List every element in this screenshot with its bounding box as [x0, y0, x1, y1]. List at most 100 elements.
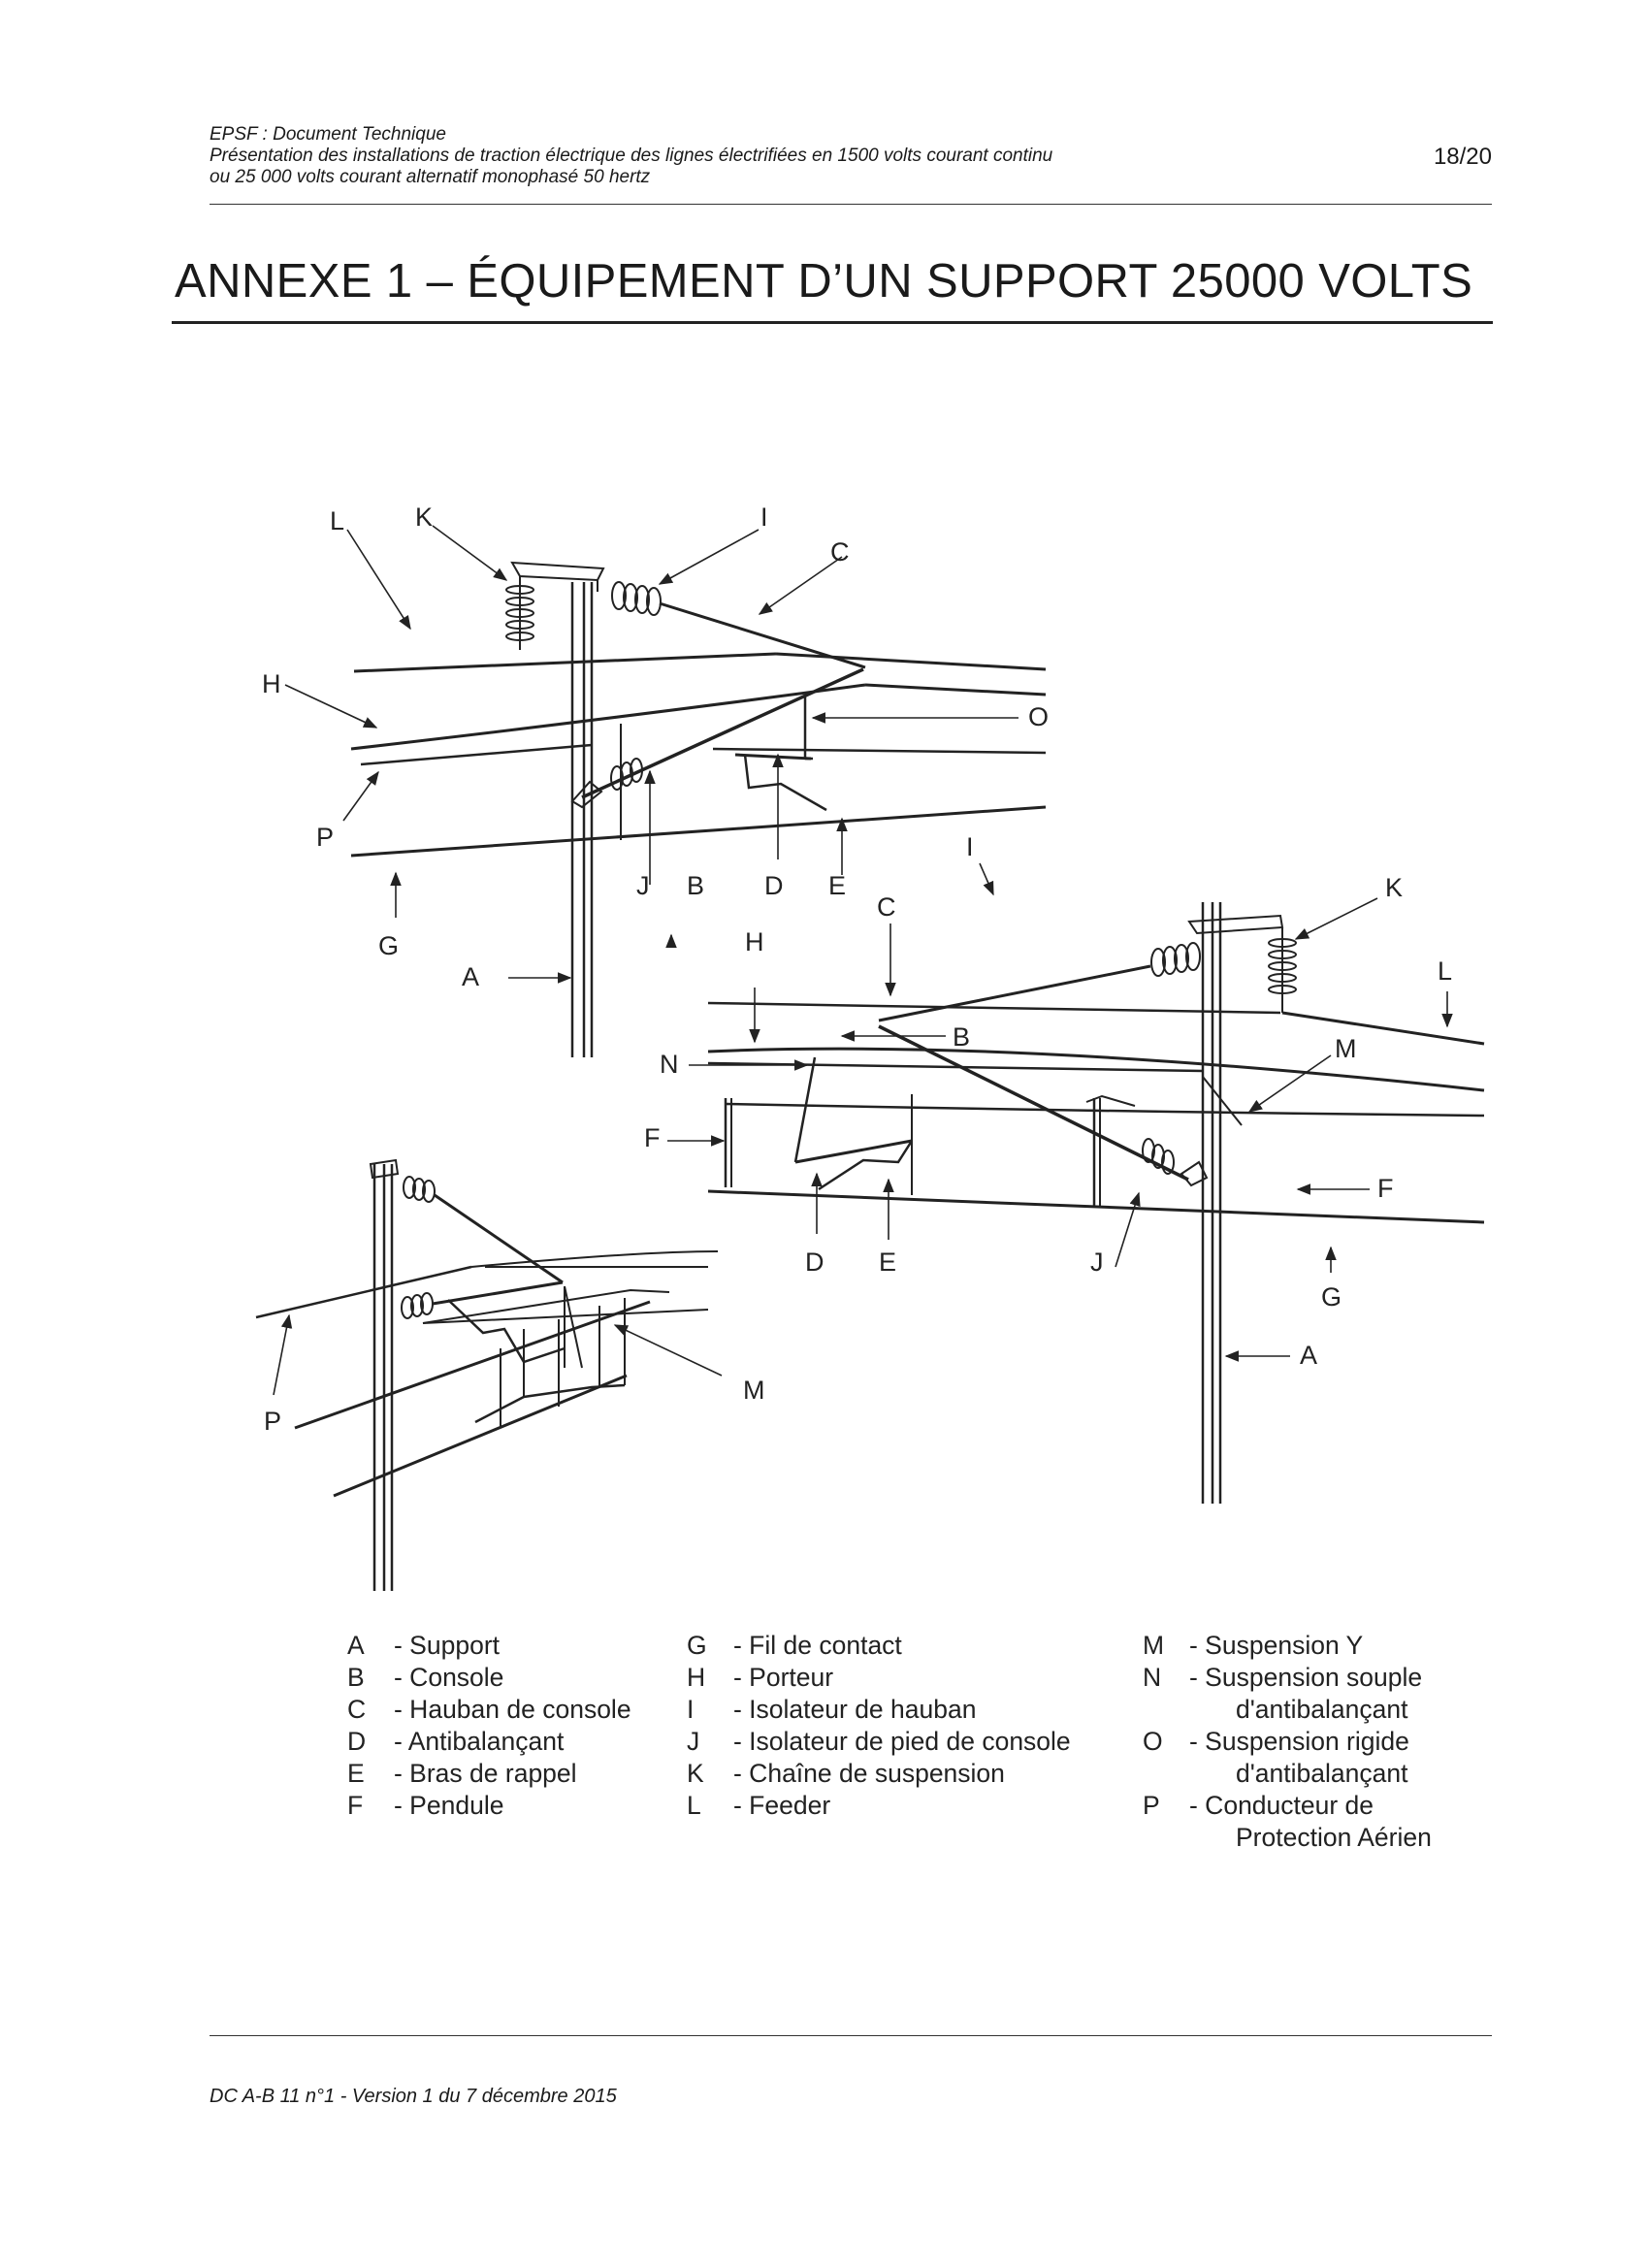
structure-lower-left — [255, 1158, 719, 1591]
label-P-upper: P — [316, 823, 334, 852]
label-B-right: B — [953, 1022, 970, 1052]
lower-left-arrows — [273, 1313, 723, 1396]
legend-letter: E — [347, 1759, 365, 1788]
legend-letter: G — [687, 1631, 707, 1660]
legend-letter: F — [347, 1791, 364, 1820]
label-K-upper: K — [415, 502, 433, 532]
legend-column-1: A- Support B - Console C - Hauban de conso… — [347, 1630, 631, 1822]
document-reference: DC A-B 11 n°1 - Version 1 du 7 décembre … — [210, 2086, 617, 2107]
legend-item: B - Console — [347, 1662, 631, 1694]
legend-desc: - Fil de contact — [733, 1631, 902, 1660]
legend-item: A- Support — [347, 1630, 631, 1662]
legend-desc: - Pendule — [394, 1791, 504, 1820]
structure-upper-left — [350, 561, 1047, 1057]
label-J-right: J — [1090, 1247, 1104, 1277]
label-L-upper: L — [330, 506, 344, 535]
label-E-right: E — [879, 1247, 896, 1277]
legend-item: M - Suspension Y — [1143, 1630, 1432, 1662]
label-I-right: I — [966, 832, 974, 861]
legend-desc: - Hauban de console — [394, 1695, 631, 1724]
label-O: O — [1028, 702, 1049, 731]
label-H-right: H — [745, 927, 764, 956]
label-F-left: F — [644, 1123, 661, 1152]
header-rule — [210, 204, 1492, 205]
legend-desc: - Feeder — [733, 1791, 831, 1820]
page-number: 18/20 — [1433, 144, 1492, 170]
legend-letter: L — [687, 1791, 701, 1820]
right-arrows — [665, 862, 1453, 1362]
legend-item: E - Bras de rappel — [347, 1758, 631, 1790]
legend-item: L - Feeder — [687, 1790, 1071, 1822]
title-rule — [172, 321, 1493, 324]
legend-letter: J — [687, 1727, 700, 1756]
catenary-equipment-figure: L K I C H O P J B D E G A — [233, 495, 1504, 1601]
legend-letter: C — [347, 1695, 367, 1724]
legend-desc: - Isolateur de hauban — [733, 1695, 977, 1724]
label-A-right: A — [1300, 1341, 1317, 1370]
label-A-upper: A — [462, 962, 479, 991]
header-subtitle-line-2: ou 25 000 volts courant alternatif monop… — [210, 167, 651, 187]
label-D-right: D — [805, 1247, 824, 1277]
label-L-right: L — [1438, 956, 1452, 986]
label-F-right: F — [1377, 1174, 1394, 1203]
legend-item: K - Chaîne de suspension — [687, 1758, 1071, 1790]
legend-column-2: G - Fil de contact H - Porteur I - Isolateu… — [687, 1630, 1071, 1822]
footer-rule — [210, 2035, 1492, 2036]
legend-item: N - Suspension souple — [1143, 1662, 1432, 1694]
legend-item: J - Isolateur de pied de console — [687, 1726, 1071, 1758]
legend-item: P - Conducteur de — [1143, 1790, 1432, 1822]
legend-item: I - Isolateur de hauban — [687, 1694, 1071, 1726]
right-labels: I K C H L B M N F F D E J G A — [644, 832, 1452, 1370]
legend-desc: - Console — [394, 1663, 504, 1692]
legend-letter: N — [1143, 1663, 1162, 1692]
label-J-upper: J — [636, 871, 650, 900]
page-title: ANNEXE 1 – ÉQUIPEMENT D’UN SUPPORT 25000… — [175, 255, 1473, 308]
label-H-upper: H — [262, 669, 281, 698]
label-P-lower: P — [264, 1407, 281, 1436]
legend-item: G - Fil de contact — [687, 1630, 1071, 1662]
legend-letter: I — [687, 1695, 695, 1724]
legend-item: H - Porteur — [687, 1662, 1071, 1694]
legend-item: O - Suspension rigide — [1143, 1726, 1432, 1758]
label-I-upper: I — [760, 502, 768, 532]
upper-left-labels: L K I C H O P J B D E G A — [262, 502, 1049, 991]
legend-desc: - Suspension Y — [1189, 1631, 1364, 1660]
legend-letter: B — [347, 1663, 365, 1692]
legend-desc: - Isolateur de pied de console — [733, 1727, 1071, 1756]
label-C-upper: C — [830, 537, 850, 567]
label-D-upper: D — [764, 871, 784, 900]
legend-desc: - Chaîne de suspension — [733, 1759, 1005, 1788]
header-subtitle-line-1: Présentation des installations de tracti… — [210, 146, 1053, 166]
legend-column-3: M - Suspension Y N - Suspension souple d'a… — [1143, 1630, 1432, 1854]
label-K-right: K — [1385, 873, 1403, 902]
legend-desc: - Support — [394, 1631, 501, 1660]
label-G-upper: G — [378, 931, 399, 960]
label-M-lower: M — [743, 1376, 765, 1405]
label-B-upper: B — [687, 871, 704, 900]
legend-item: F - Pendule — [347, 1790, 631, 1822]
legend-letter: P — [1143, 1791, 1160, 1820]
legend-desc: - Porteur — [733, 1663, 834, 1692]
legend-item: D- Antibalançant — [347, 1726, 631, 1758]
legend-item-continuation: d'antibalançant — [1236, 1695, 1408, 1724]
legend-desc: - Antibalançant — [394, 1727, 565, 1756]
lower-left-labels: P M — [264, 1376, 765, 1436]
legend-item: C - Hauban de console — [347, 1694, 631, 1726]
header-org-line: EPSF : Document Technique — [210, 124, 446, 145]
label-G-right: G — [1321, 1282, 1342, 1312]
legend-desc: - Conducteur de — [1189, 1791, 1374, 1820]
legend-letter: O — [1143, 1727, 1163, 1756]
legend-letter: H — [687, 1663, 706, 1692]
structure-right — [707, 902, 1485, 1504]
label-M-right: M — [1335, 1034, 1357, 1063]
label-E-upper: E — [828, 871, 846, 900]
label-C-right: C — [877, 892, 896, 922]
legend-item-continuation: Protection Aérien — [1236, 1823, 1432, 1852]
legend-letter: K — [687, 1759, 704, 1788]
legend-desc: - Bras de rappel — [394, 1759, 577, 1788]
legend-desc: - Suspension souple — [1189, 1663, 1423, 1692]
legend-letter: M — [1143, 1631, 1165, 1660]
page-header: EPSF : Document Technique Présentation d… — [210, 124, 1492, 204]
legend-desc: - Suspension rigide — [1189, 1727, 1409, 1756]
upper-left-arrows — [284, 525, 1018, 984]
